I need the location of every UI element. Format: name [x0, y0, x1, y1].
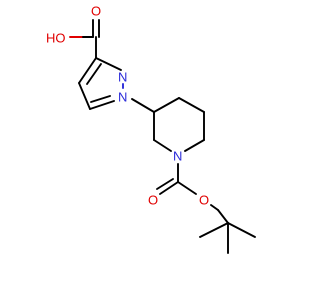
bond-c4-c5	[78, 82, 91, 110]
bond-pip-c3-c4	[153, 97, 180, 113]
atom-pyrazole-n2-label: N	[118, 70, 127, 85]
bond-c3-n2	[95, 57, 122, 71]
atom-boc-ester-oxygen-label: O	[199, 193, 209, 208]
bond-c3-c4-double	[86, 63, 102, 85]
bond-tbu-me1	[199, 222, 229, 238]
bond-tbu-me2	[227, 222, 256, 238]
bond-oester-ctbu	[210, 204, 219, 211]
bond-c3-c4	[78, 57, 97, 84]
atom-pyrazole-n1-label: N	[118, 90, 127, 105]
bond-cboc-o-double	[156, 178, 174, 190]
bond-ctbu-quat	[217, 209, 229, 224]
atom-piperidine-n-label: N	[173, 149, 182, 164]
bond-pip-c6-n	[184, 139, 205, 152]
atom-boc-carbonyl-oxygen-label: O	[148, 193, 158, 208]
molecule-diagram: HO O N N N O O	[46, 4, 256, 254]
bond-cboc-o	[159, 181, 179, 195]
bond-cboc-oester	[177, 181, 197, 195]
atom-hydroxyl-label: HO	[46, 31, 66, 46]
bond-pip-c4-c5	[178, 97, 205, 113]
bond-n1-cpip	[131, 98, 155, 113]
bond-pip-c2-n	[153, 139, 172, 152]
bond-c5-n1-double	[90, 95, 111, 103]
bond-c5-n1	[89, 100, 115, 110]
structure-canvas: HO O N N N O O	[46, 4, 256, 254]
atom-carbonyl-oxygen-label: O	[91, 4, 101, 19]
